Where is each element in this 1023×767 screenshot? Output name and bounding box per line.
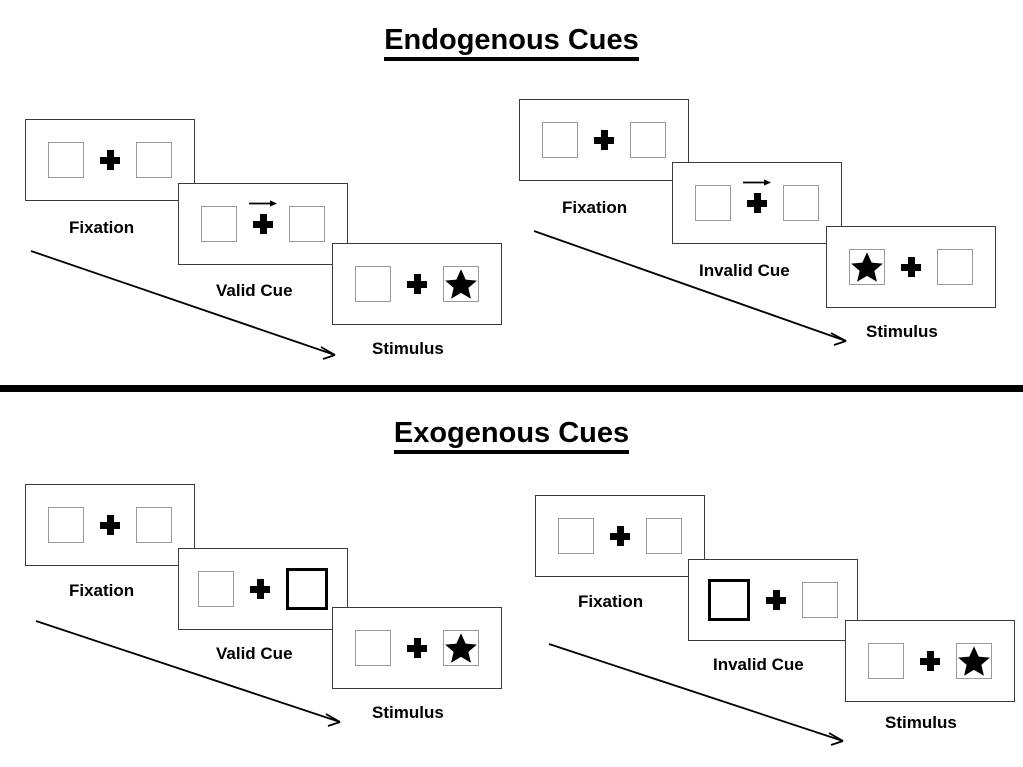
panel-content [48,142,172,178]
section-divider [0,385,1023,392]
panel-content [355,266,479,302]
stage-label-exogenous-invalid-stimulus: Stimulus [885,713,957,732]
panel-content [708,579,838,621]
plus-cross-icon [249,200,277,234]
plus-cross-icon [407,638,427,658]
arrow-right-icon [249,200,277,207]
left-box [198,571,234,607]
stage-label-exogenous-invalid-cue: Invalid Cue [713,655,804,674]
plus-cross-icon [610,526,630,546]
panel-exogenous-invalid-fixation [535,495,705,577]
right-box [136,507,172,543]
stage-label-exogenous-valid-cue: Valid Cue [216,644,293,663]
panel-content [695,179,819,221]
right-box [443,630,479,666]
stage-label-endogenous-invalid-fixation: Fixation [562,198,628,217]
diagonal-arrow-icon-endogenous-invalid [533,230,847,346]
star-icon [445,633,477,663]
left-box [355,630,391,666]
right-box [289,206,325,242]
left-box [355,266,391,302]
panel-exogenous-invalid-cue [688,559,858,641]
left-box [695,185,731,221]
section-title-endogenous: Endogenous Cues [0,24,1023,61]
left-box [201,206,237,242]
diagonal-arrow-icon-exogenous-invalid [548,643,844,746]
stage-label-endogenous-invalid-stimulus: Stimulus [866,322,938,341]
stage-label-endogenous-valid-stimulus: Stimulus [372,339,444,358]
star-icon [445,269,477,299]
panel-content [198,568,328,610]
panel-endogenous-invalid-stimulus [826,226,996,308]
stage-label-exogenous-invalid-fixation: Fixation [578,592,644,611]
plus-cross-icon [594,130,614,150]
left-box [542,122,578,158]
right-box [136,142,172,178]
right-box [443,266,479,302]
panel-endogenous-valid-stimulus [332,243,502,325]
stage-label-endogenous-valid-fixation: Fixation [69,218,135,237]
panel-content [48,507,172,543]
plus-cross-icon [743,179,771,213]
panel-content [868,643,992,679]
stage-label-exogenous-valid-stimulus: Stimulus [372,703,444,722]
right-box [937,249,973,285]
diagonal-arrow-icon-exogenous-valid [35,620,341,727]
arrow-right-icon [743,179,771,186]
plus-cross-icon [407,274,427,294]
panel-content [542,122,666,158]
plus-cross-icon [100,150,120,170]
right-box [802,582,838,618]
plus-cross-icon [100,515,120,535]
left-box [849,249,885,285]
star-icon [851,252,883,282]
section-title-exogenous: Exogenous Cues [0,417,1023,454]
left-box [48,142,84,178]
panel-content [849,249,973,285]
right-box-cued [286,568,328,610]
panel-endogenous-invalid-fixation [519,99,689,181]
left-box [558,518,594,554]
panel-endogenous-valid-fixation [25,119,195,201]
panel-exogenous-valid-cue [178,548,348,630]
right-box [783,185,819,221]
section-title-exogenous-text: Exogenous Cues [393,417,630,454]
panel-endogenous-invalid-cue [672,162,842,244]
panel-exogenous-valid-stimulus [332,607,502,689]
stage-label-endogenous-valid-cue: Valid Cue [216,281,293,300]
right-box [630,122,666,158]
plus-cross-icon [920,651,940,671]
panel-content [558,518,682,554]
section-title-endogenous-text: Endogenous Cues [384,24,639,61]
right-box [956,643,992,679]
star-icon [958,646,990,676]
panel-exogenous-invalid-stimulus [845,620,1015,702]
panel-content [355,630,479,666]
panel-endogenous-valid-cue [178,183,348,265]
left-box-cued [708,579,750,621]
plus-cross-icon [250,579,270,599]
left-box [48,507,84,543]
left-box [868,643,904,679]
stage-label-exogenous-valid-fixation: Fixation [69,581,135,600]
plus-cross-icon [766,590,786,610]
right-box [646,518,682,554]
stage-label-endogenous-invalid-cue: Invalid Cue [699,261,790,280]
plus-cross-icon [901,257,921,277]
panel-content [201,200,325,242]
panel-exogenous-valid-fixation [25,484,195,566]
